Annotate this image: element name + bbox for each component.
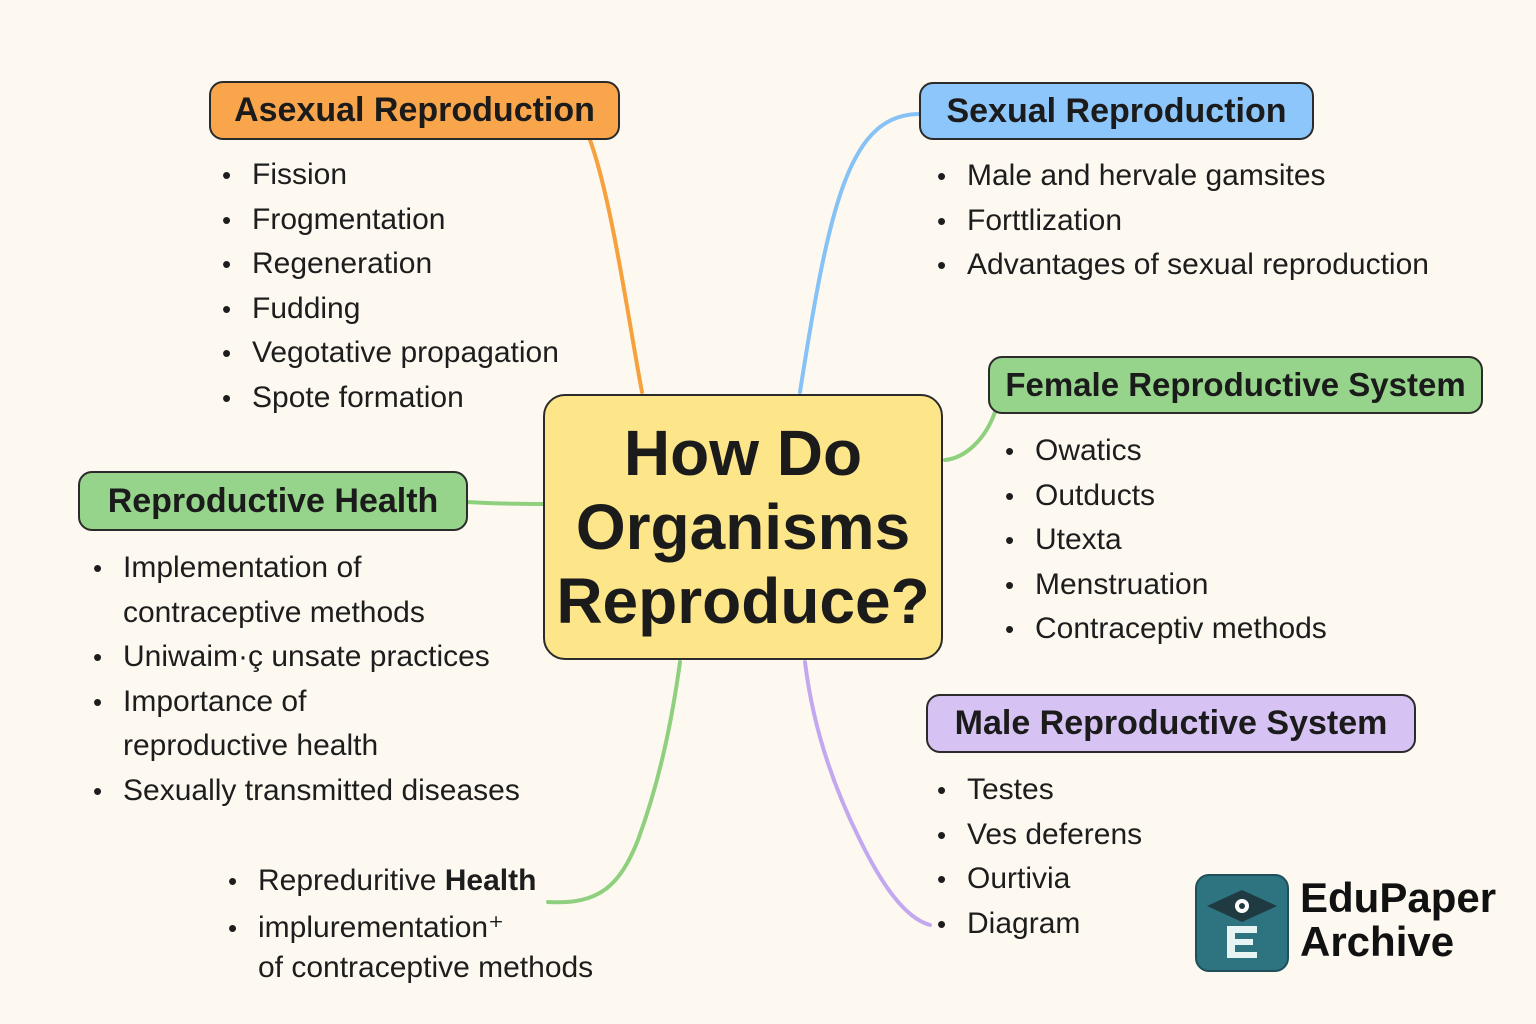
female-list: Owatics Outducts Utexta Menstruation Con… (1005, 429, 1327, 652)
list-item: Owatics (1005, 429, 1327, 474)
health-title: Reproductive Health (107, 481, 439, 520)
list-item: Vegotative propagation (222, 331, 559, 376)
list-item: Advantages of sexual reproduction (937, 243, 1429, 288)
list-item: Uniwaim⁠·⁠ç unsate practices (93, 635, 520, 680)
list-item: Frogmentation (222, 198, 559, 243)
male-reproductive-system-node: Male Reproductive System (926, 694, 1416, 753)
list-item: Ves deferens (937, 813, 1142, 858)
central-topic-line3: Reproduce? (556, 565, 930, 637)
edupaper-logo (1195, 874, 1289, 972)
logo-line1: EduPaper (1300, 874, 1497, 921)
list-item: Utexta (1005, 518, 1327, 563)
sexual-reproduction-node: Sexual Reproduction (919, 82, 1314, 140)
male-title: Male Reproductive System (954, 704, 1388, 742)
connector-male (803, 660, 932, 927)
list-item: Fission (222, 153, 559, 198)
health-list: Implementation of contraceptive methods … (93, 546, 520, 813)
list-item: Importance of reproductive health (93, 680, 520, 769)
sexual-list: Male and hervale gamsites Forttlization … (937, 154, 1429, 288)
connector-sexual (798, 112, 922, 394)
asexual-title: Asexual Reproduction (234, 91, 595, 129)
logo-line2: Archive (1300, 918, 1455, 965)
graduation-cap-e-icon (1207, 890, 1277, 958)
connector-asexual (588, 138, 644, 394)
connector-health (465, 500, 545, 506)
list-item: Forttlization (937, 199, 1429, 244)
list-item: Contraceptiv methods (1005, 607, 1327, 652)
list-item: Implementation of contraceptive methods (93, 546, 520, 635)
extra-list: Repreduritive Health implurementation⁺ o… (228, 858, 593, 988)
central-topic-line1: How Do (623, 417, 863, 489)
logo-wordmark: EduPaper Archive (1300, 876, 1496, 964)
list-item: implurementation⁺ of contraceptive metho… (228, 908, 593, 988)
list-item: Ourtivia (937, 857, 1142, 902)
reproductive-health-node: Reproductive Health (78, 471, 468, 531)
sexual-title: Sexual Reproduction (946, 91, 1287, 130)
central-topic: How Do Organisms Reproduce? (543, 394, 943, 660)
list-item: Spote formation (222, 376, 559, 421)
list-item: Menstruation (1005, 563, 1327, 608)
list-item: Regeneration (222, 242, 559, 287)
female-reproductive-system-node: Female Reproductive System (988, 356, 1483, 414)
asexual-reproduction-node: Asexual Reproduction (209, 81, 620, 140)
central-topic-line2: Organisms (575, 491, 911, 563)
list-item: Diagram (937, 902, 1142, 947)
list-item: Sexually transmitted diseases (93, 769, 520, 814)
asexual-list: Fission Frogmentation Regeneration Fuddi… (222, 153, 559, 420)
list-item: Outducts (1005, 474, 1327, 519)
list-item: Male and hervale gamsites (937, 154, 1429, 199)
list-item: Fudding (222, 287, 559, 332)
female-title: Female Reproductive System (1005, 366, 1466, 403)
male-list: Testes Ves deferens Ourtivia Diagram (937, 768, 1142, 946)
connector-female (943, 410, 997, 462)
list-item: Repreduritive Health (228, 858, 593, 904)
list-item: Testes (937, 768, 1142, 813)
